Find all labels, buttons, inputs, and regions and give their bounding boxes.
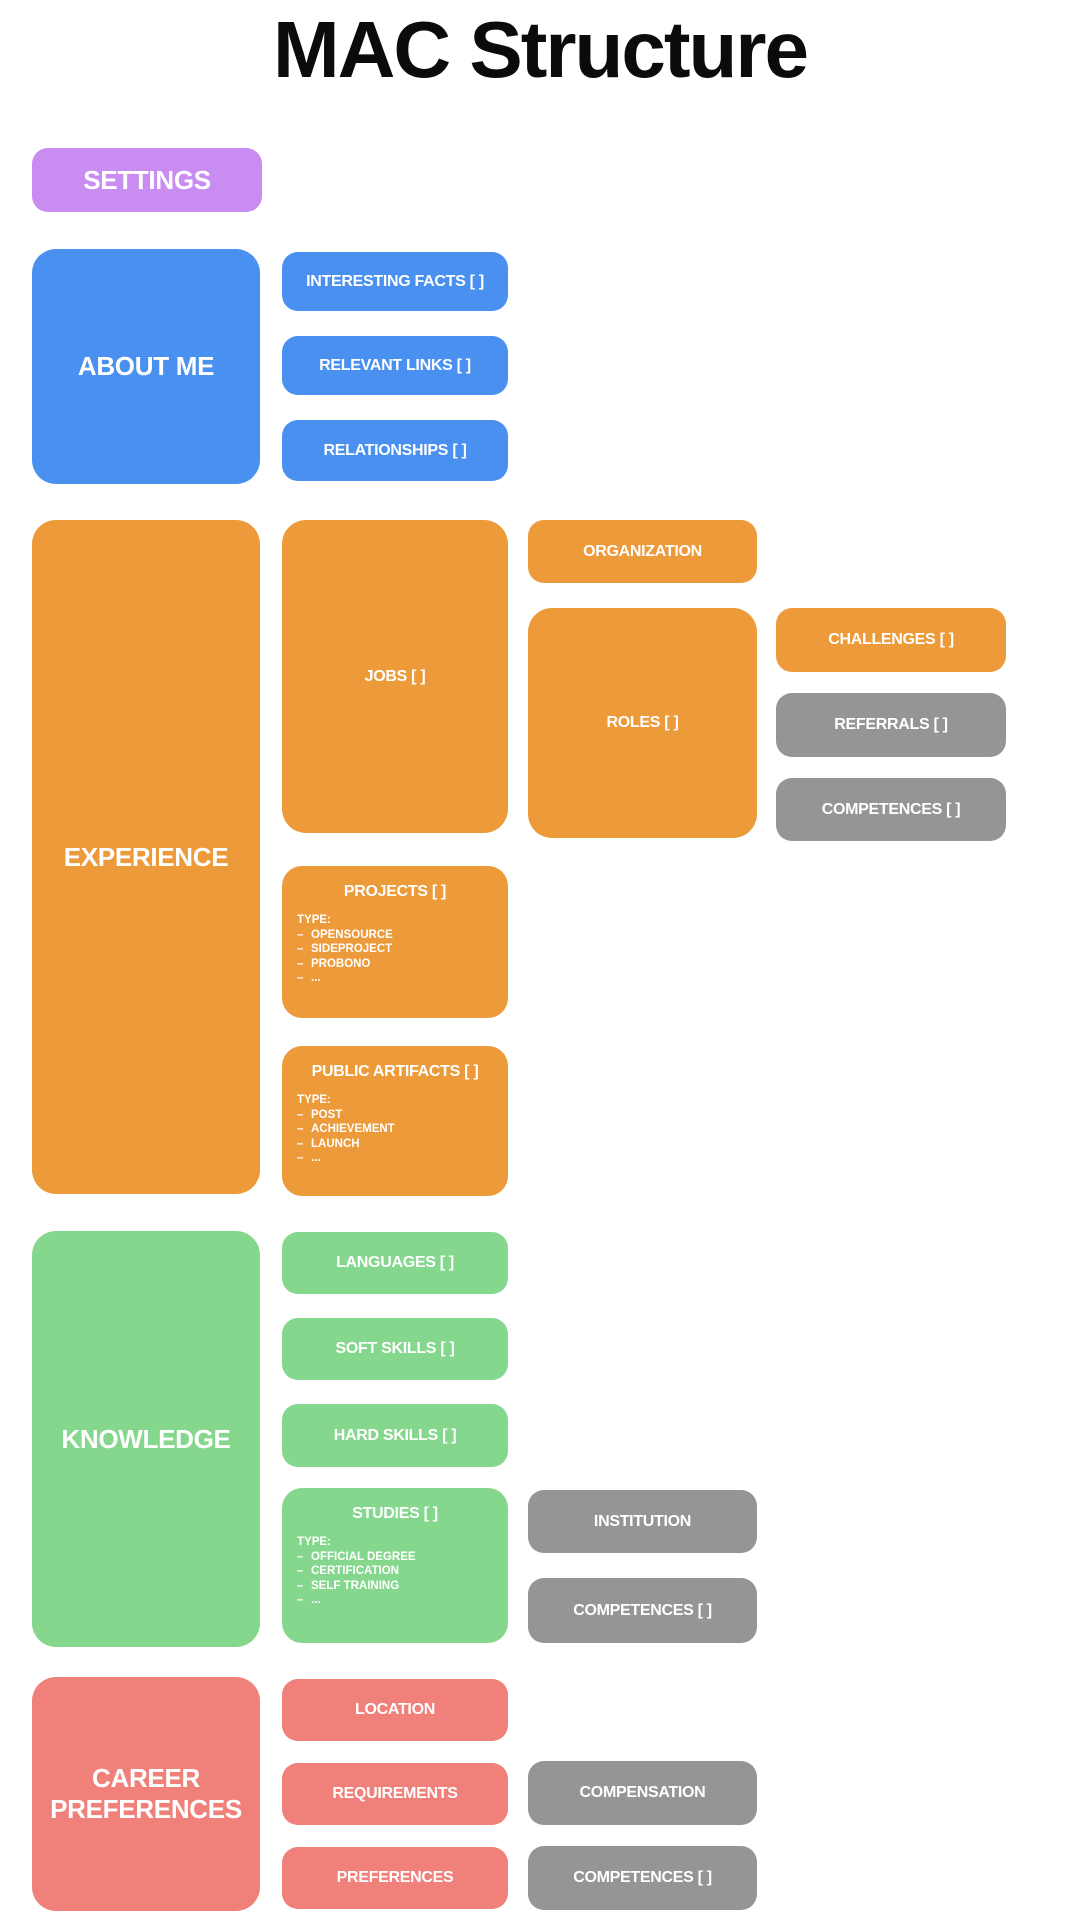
career-preferences-node: CAREER PREFERENCES [32,1677,260,1911]
jobs-label: JOBS [ ] [364,667,426,685]
studies-label: STUDIES [ ] [352,1505,438,1522]
roles-competences-node: COMPETENCES [ ] [776,778,1006,841]
roles-label: ROLES [ ] [606,714,679,731]
dash-bullet [297,1593,311,1608]
institution-node: INSTITUTION [528,1490,757,1553]
languages-node: LANGUAGES [ ] [282,1232,508,1294]
career-competences-node: COMPETENCES [ ] [528,1846,757,1910]
type-heading: TYPE: [297,1536,331,1548]
relevant-links-node: RELEVANT LINKS [ ] [282,336,508,395]
interesting-facts-label: INTERESTING FACTS [ ] [306,272,484,290]
relevant-links-label: RELEVANT LINKS [ ] [319,356,471,374]
type-item: LAUNCH [297,1137,498,1152]
about-me-label: ABOUT ME [77,351,215,382]
location-node: LOCATION [282,1679,508,1741]
studies-competences-label: COMPETENCES [ ] [573,1601,712,1619]
compensation-node: COMPENSATION [528,1761,757,1825]
type-heading: TYPE: [297,914,331,926]
dash-bullet [297,971,311,986]
jobs-node: JOBS [ ] [282,520,508,833]
dash-bullet [297,1122,311,1137]
projects-node: PROJECTS [ ] TYPE: OPENSOURCE SIDEPROJEC… [282,866,508,1018]
type-item: POST [297,1108,498,1123]
type-item: ... [297,971,498,986]
studies-competences-node: COMPETENCES [ ] [528,1578,757,1643]
preferences-node: PREFERENCES [282,1847,508,1909]
career-competences-label: COMPETENCES [ ] [573,1869,712,1886]
challenges-label: CHALLENGES [ ] [828,631,954,648]
roles-node: ROLES [ ] [528,608,757,838]
type-item: ... [297,1593,498,1608]
languages-label: LANGUAGES [ ] [336,1254,454,1271]
studies-node: STUDIES [ ] TYPE: OFFICIAL DEGREE CERTIF… [282,1488,508,1643]
interesting-facts-node: INTERESTING FACTS [ ] [282,252,508,311]
page-title: MAC Structure [272,5,809,94]
career-preferences-label: CAREER PREFERENCES [50,1763,242,1824]
type-item: ACHIEVEMENT [297,1122,498,1137]
compensation-label: COMPENSATION [579,1784,706,1801]
type-item: CERTIFICATION [297,1564,498,1579]
dash-bullet [297,957,311,972]
settings-label: SETTINGS [83,164,211,195]
projects-label: PROJECTS [ ] [343,883,447,900]
hard-skills-node: HARD SKILLS [ ] [282,1404,508,1467]
public-artifacts-type-list: TYPE: POST ACHIEVEMENT LAUNCH ... [292,1093,498,1166]
type-item: OPENSOURCE [297,928,498,943]
studies-type-list: TYPE: OFFICIAL DEGREE CERTIFICATION SELF… [292,1535,498,1608]
experience-node: EXPERIENCE [32,520,260,1194]
relationships-node: RELATIONSHIPS [ ] [282,420,508,481]
type-item: SIDEPROJECT [297,942,498,957]
knowledge-node: KNOWLEDGE [32,1231,260,1647]
type-item: PROBONO [297,957,498,972]
organization-label: ORGANIZATION [583,542,702,560]
knowledge-label: KNOWLEDGE [61,1423,231,1454]
challenges-node: CHALLENGES [ ] [776,608,1006,672]
dash-bullet [297,1579,311,1594]
referrals-label: REFERRALS [ ] [834,716,948,733]
preferences-label: PREFERENCES [336,1869,454,1886]
settings-node: SETTINGS [32,148,262,212]
soft-skills-node: SOFT SKILLS [ ] [282,1318,508,1380]
type-item: ... [297,1151,498,1166]
location-label: LOCATION [355,1701,435,1718]
about-me-node: ABOUT ME [32,249,260,484]
dash-bullet [297,942,311,957]
public-artifacts-label: PUBLIC ARTIFACTS [ ] [311,1063,479,1080]
dash-bullet [297,1151,311,1166]
dash-bullet [297,1564,311,1579]
dash-bullet [297,1137,311,1152]
requirements-node: REQUIREMENTS [282,1763,508,1825]
type-item: SELF TRAINING [297,1579,498,1594]
roles-competences-label: COMPETENCES [ ] [821,800,961,818]
type-item: OFFICIAL DEGREE [297,1550,498,1565]
soft-skills-label: SOFT SKILLS [ ] [335,1340,455,1357]
dash-bullet [297,928,311,943]
dash-bullet [297,1108,311,1123]
experience-label: EXPERIENCE [63,841,229,872]
relationships-label: RELATIONSHIPS [ ] [323,441,467,459]
projects-type-list: TYPE: OPENSOURCE SIDEPROJECT PROBONO ... [292,913,498,986]
referrals-node: REFERRALS [ ] [776,693,1006,757]
organization-node: ORGANIZATION [528,520,757,583]
institution-label: INSTITUTION [593,1512,692,1530]
requirements-label: REQUIREMENTS [332,1785,458,1802]
type-heading: TYPE: [297,1094,331,1106]
hard-skills-label: HARD SKILLS [ ] [333,1426,457,1444]
dash-bullet [297,1550,311,1565]
public-artifacts-node: PUBLIC ARTIFACTS [ ] TYPE: POST ACHIEVEM… [282,1046,508,1196]
